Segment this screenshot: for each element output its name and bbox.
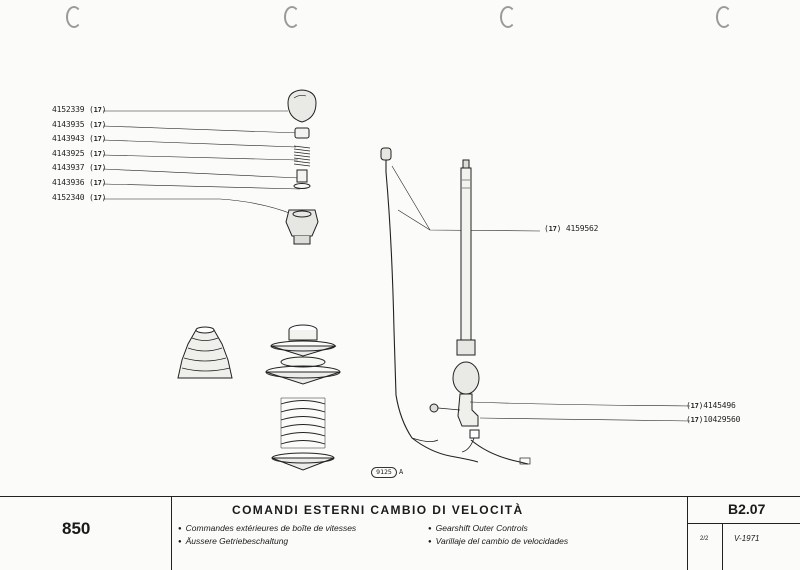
- code-cell: B2.07 2/2 V-1971: [688, 497, 800, 570]
- title-block: 850 COMANDI ESTERNI CAMBIO DI VELOCITÀ C…: [0, 496, 800, 570]
- part-label: 4143925 (17): [52, 149, 107, 158]
- part-label: 4143935 (17): [52, 120, 107, 129]
- knob-bushing-icon: [294, 127, 310, 139]
- translation-de: Äussere Getriebeschaltung: [178, 536, 356, 549]
- part-label: (17) 4159562: [544, 224, 599, 233]
- translation-es: Varillaje del cambio de velocidades: [428, 536, 568, 549]
- cable-icon: [380, 147, 541, 463]
- rubber-boot-icon: [177, 326, 233, 379]
- version: V-1971: [734, 534, 760, 543]
- part-label: 4143943 (17): [52, 134, 107, 143]
- boot-assembly-icon: [265, 324, 341, 471]
- part-label: 4152340 (17): [52, 193, 107, 202]
- spacer-icon: [293, 169, 311, 189]
- part-label: 4152339 (17): [52, 105, 107, 114]
- part-label: (17)4145496: [686, 401, 736, 410]
- translations-left: Commandes extérieures de boîte de vitess…: [178, 523, 357, 549]
- binder-hole-icon: [66, 6, 82, 28]
- sheet-number: 2/2: [700, 536, 709, 542]
- binder-hole-icon: [284, 6, 300, 28]
- title-cell: COMANDI ESTERNI CAMBIO DI VELOCITÀ Comma…: [172, 497, 688, 570]
- leader-lines-left: [102, 110, 301, 215]
- page-title: COMANDI ESTERNI CAMBIO DI VELOCITÀ: [232, 503, 524, 517]
- spring-icon: [293, 145, 311, 167]
- figure-suffix: A: [399, 468, 404, 476]
- part-label: 4143936 (17): [52, 178, 107, 187]
- gear-knob-icon: [287, 89, 317, 123]
- model-cell: 850: [0, 497, 172, 570]
- part-label: (17)10429560: [686, 415, 741, 424]
- part-label: 4143937 (17): [52, 163, 107, 172]
- exploded-parts-drawing: [102, 89, 691, 471]
- binder-hole-icon: [716, 6, 732, 28]
- knob-base-icon: [285, 209, 319, 245]
- page-code: B2.07: [728, 501, 766, 517]
- binder-hole-icon: [500, 6, 516, 28]
- model-number: 850: [62, 519, 91, 538]
- translations-right: Gearshift Outer Controls Varillaje del c…: [428, 523, 568, 548]
- translation-en: Gearshift Outer Controls: [428, 523, 568, 536]
- shift-lever-icon: [429, 159, 691, 465]
- figure-code: 9125: [371, 467, 397, 478]
- translation-fr: Commandes extérieures de boîte de vitess…: [178, 523, 357, 536]
